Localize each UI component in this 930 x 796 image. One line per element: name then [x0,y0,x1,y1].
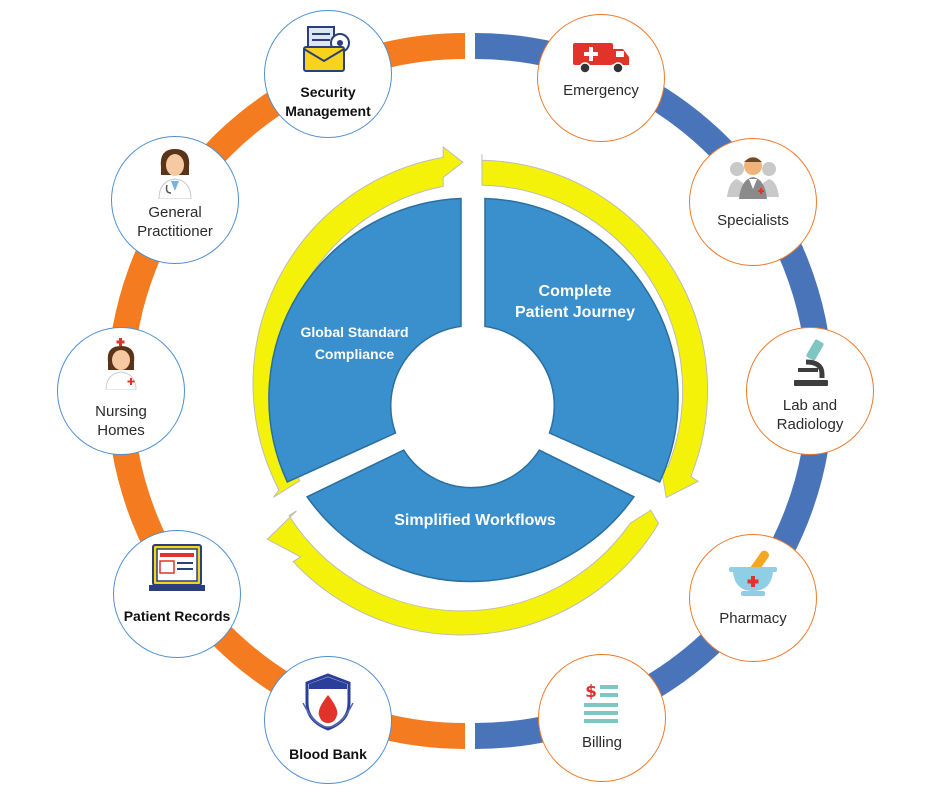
segment-label-line: Simplified Workflows [394,512,556,529]
node-patient-records[interactable]: Patient Records [113,530,241,658]
microscope-icon [794,339,828,386]
node-label-line: Radiology [776,416,844,433]
node-label-line: Emergency [563,82,639,99]
segment-global-compliance [268,197,462,483]
node-label-line: Homes [97,422,145,439]
doctor-icon [158,149,192,199]
node-label-line: Patient Records [123,608,231,624]
segment-label-global-compliance: Global Standard Compliance [282,321,427,365]
node-nursing-homes[interactable]: Nursing Homes [57,327,185,455]
blood-drop-shield-icon [302,673,354,731]
node-blood-bank[interactable]: Blood Bank [264,656,392,784]
node-security-management[interactable]: Security Management [264,10,392,138]
center-segments [268,197,679,583]
segment-label-line: Complete [538,283,612,300]
svg-text:$: $ [585,682,597,702]
ambulance-icon [573,43,629,74]
arrow-bottom [266,509,660,636]
specialist-doctors-icon [727,157,779,199]
node-label-line: Blood Bank [289,746,367,762]
nurse-icon [105,338,137,390]
briefcase-document-icon [303,26,350,72]
node-label-line: Nursing [95,403,147,420]
node-label-line: Practitioner [137,223,213,240]
segment-label-line: Patient Journey [514,304,636,321]
segment-patient-journey [484,197,679,483]
node-label-line: Lab and [782,397,838,414]
node-label-line: General [148,204,202,221]
patient-records-monitor-icon [149,544,205,591]
node-label-line: Billing [581,734,623,751]
mortar-pestle-icon [729,550,777,596]
billing-dollar-icon: $ [584,682,618,723]
segment-label-simplified-workflows: Simplified Workflows [360,511,590,531]
node-general-practitioner[interactable]: General Practitioner [111,136,239,264]
node-specialists[interactable]: Specialists [689,138,817,266]
node-billing[interactable]: $ Billing [538,654,666,782]
node-label-line: Security [300,84,356,100]
cycle-arrows [252,145,709,636]
node-label-line: Management [285,103,371,119]
node-lab-and-radiology[interactable]: Lab and Radiology [746,327,874,455]
segment-label-patient-journey: Complete Patient Journey [490,281,660,323]
segment-simplified-workflows [305,449,636,583]
node-label-line: Pharmacy [719,610,787,627]
node-label-line: Specialists [717,212,789,229]
segment-label-line: Compliance [314,346,395,362]
node-pharmacy[interactable]: Pharmacy [689,534,817,662]
segment-label-line: Global Standard [300,324,409,340]
node-emergency[interactable]: Emergency [537,14,665,142]
arrow-top-right [481,154,709,499]
